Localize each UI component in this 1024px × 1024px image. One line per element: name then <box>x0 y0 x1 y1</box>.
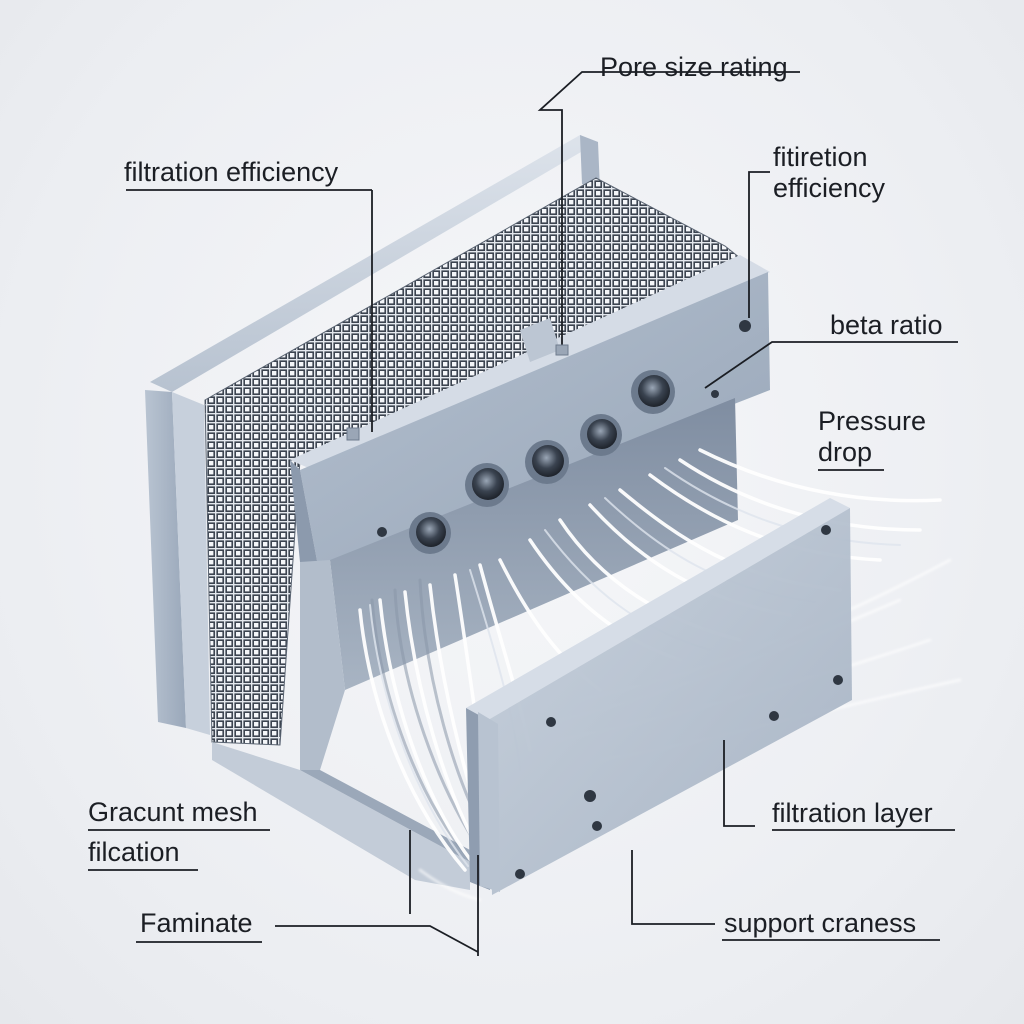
bolt-holes <box>377 320 843 879</box>
label-beta-ratio: beta ratio <box>830 310 943 340</box>
leader-laminate-horizontal <box>275 925 479 953</box>
leader-markers <box>346 344 569 441</box>
label-pore-size-rating: Pore size rating <box>600 52 788 82</box>
leader-pore-size-rating <box>537 71 800 350</box>
leader-filtration-layer <box>723 740 755 827</box>
label-laminate: Faminate <box>140 908 253 938</box>
leader-lines <box>88 71 958 956</box>
label-pressure-drop: Pressure drop <box>818 406 927 467</box>
port-holes <box>409 370 675 554</box>
port-4 <box>580 414 622 456</box>
leader-filtration-efficiency-right <box>748 171 770 318</box>
support-plate <box>466 498 852 895</box>
label-support-frame: support craness <box>724 908 917 938</box>
leader-beta-ratio <box>704 341 958 389</box>
label-filtration-efficiency-right: fitiretion efficiency <box>773 142 886 203</box>
port-5 <box>631 370 675 414</box>
port-1 <box>409 512 451 554</box>
back-frame <box>145 135 600 735</box>
label-filtration-layer: filtration layer <box>772 798 933 828</box>
label-filtration-efficiency-left: filtration efficiency <box>124 157 339 187</box>
port-2 <box>465 463 509 507</box>
label-gradient-mesh-filcation: Gracunt mesh filcation <box>88 797 258 867</box>
leader-support-frame <box>631 850 715 925</box>
port-3 <box>525 440 569 484</box>
